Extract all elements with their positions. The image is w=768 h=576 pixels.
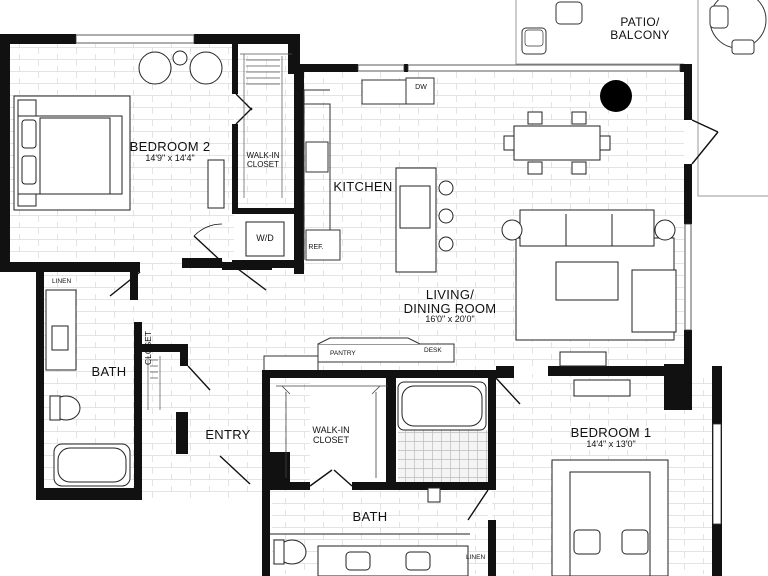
master-bath-fixtures <box>270 381 487 576</box>
label-dishwasher: DW <box>415 84 427 91</box>
kitchen-island <box>395 167 454 273</box>
room-name-bath-left: BATH <box>91 364 127 379</box>
room-name-kitchen: KITCHEN <box>333 179 393 194</box>
room-label-patio: PATIO/ BALCONY <box>610 15 670 42</box>
windows <box>75 34 722 525</box>
doors <box>109 93 719 521</box>
room-label-entry: ENTRY <box>196 428 260 442</box>
room-label-living: LIVING/ DINING ROOM 16'0" x 20'0" <box>390 288 510 325</box>
room-dims-bedroom1: 14'4" x 13'0" <box>586 438 636 449</box>
entry-closet-shelves <box>147 356 161 410</box>
bedroom2-chairs <box>138 50 223 85</box>
room-label-kitchen: KITCHEN <box>330 180 396 194</box>
patio-area <box>515 0 768 197</box>
room-label-bath-left: BATH <box>86 365 132 379</box>
bedroom2-bed <box>13 95 225 211</box>
room-label-bedroom2: BEDROOM 2 14'9" x 14'4" <box>110 140 230 163</box>
room-name-living: LIVING/ DINING ROOM <box>403 287 497 316</box>
label-washer-dryer: W/D <box>256 233 274 243</box>
label-refrigerator: REF. <box>308 244 324 251</box>
dining-table <box>503 111 611 175</box>
walls <box>0 34 722 576</box>
room-name-bedroom1: BEDROOM 1 <box>570 425 652 440</box>
walkin-closet-mid-shelves <box>276 385 388 478</box>
room-name-bath-bottom: BATH <box>352 509 388 524</box>
room-label-bedroom1: BEDROOM 1 14'4" x 13'0" <box>546 426 676 449</box>
walkin-closet-top-shelves <box>240 53 292 198</box>
label-pantry: PANTRY <box>330 350 356 357</box>
room-dims-living: 16'0" x 20'0" <box>425 314 475 325</box>
pantry-desk-counter <box>263 337 455 370</box>
label-walkin-closet-top: WALK-IN CLOSET <box>246 151 280 169</box>
room-label-bath-bottom: BATH <box>340 510 400 524</box>
living-furniture <box>501 209 677 367</box>
bedroom1-bed <box>551 379 669 576</box>
label-linen-left: LINEN <box>52 278 72 285</box>
room-name-bedroom2: BEDROOM 2 <box>129 139 211 154</box>
label-entry-closet: CLOSET <box>143 331 153 366</box>
column <box>600 80 632 112</box>
kitchen-counters <box>303 77 435 261</box>
washer-dryer <box>245 221 285 257</box>
label-desk: DESK <box>424 347 442 354</box>
bath-left-fixtures <box>45 289 131 487</box>
label-walkin-closet-mid: WALK-IN CLOSET <box>312 425 350 445</box>
room-name-entry: ENTRY <box>205 427 251 442</box>
room-dims-bedroom2: 14'9" x 14'4" <box>145 152 195 163</box>
label-linen-right: LINEN <box>466 554 486 561</box>
